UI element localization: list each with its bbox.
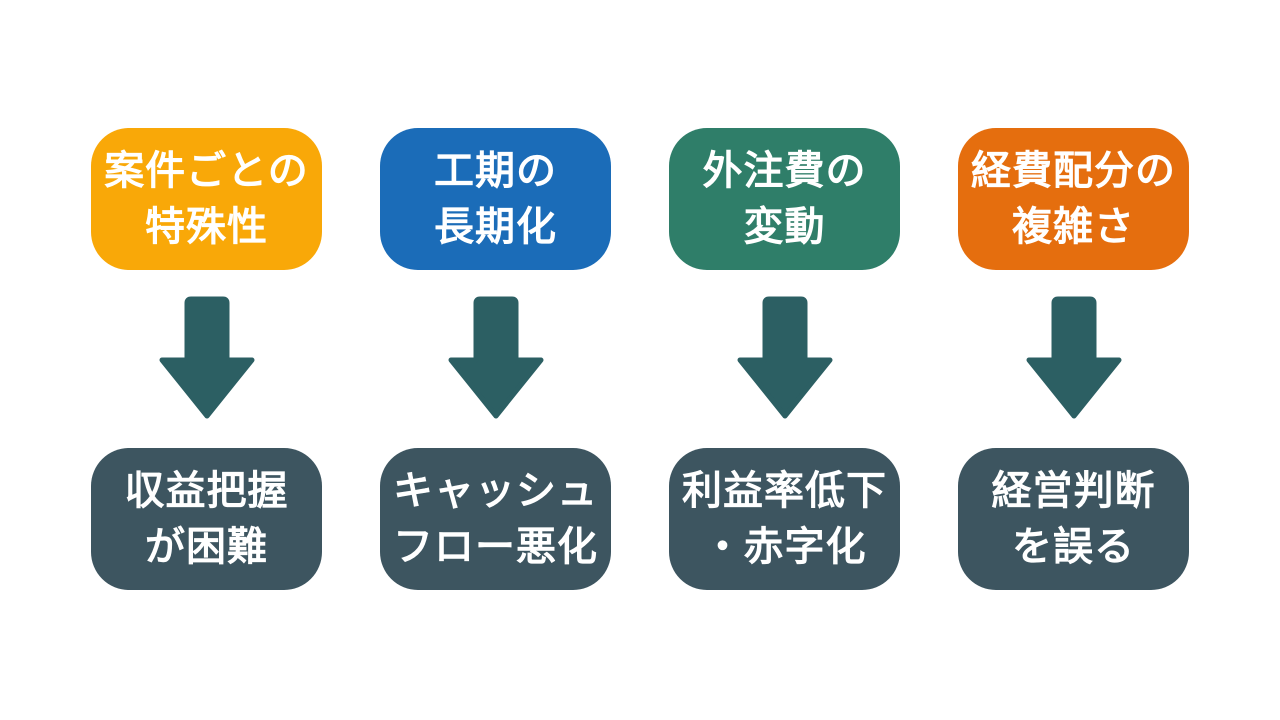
effect-line2: ・赤字化 [702,525,867,569]
cause-box-1: 案件ごとの 特殊性 [91,128,322,270]
cause-line1: 工期の [434,149,557,193]
down-arrow-icon [157,296,257,420]
effect-box-4: 経営判断 を誤る [958,448,1189,590]
effect-box-2: キャッシュ フロー悪化 [380,448,611,590]
column-3: 外注費の 変動 利益率低下 ・赤字化 [669,128,900,720]
cause-line2: 特殊性 [145,205,268,249]
cause-box-4: 経費配分の 複雑さ [958,128,1189,270]
cause-line2: 変動 [743,205,826,249]
cause-line1: 案件ごとの [104,149,309,193]
effect-box-3: 利益率低下 ・赤字化 [669,448,900,590]
column-2: 工期の 長期化 キャッシュ フロー悪化 [380,128,611,720]
down-arrow-icon [446,296,546,420]
cause-line1: 経費配分の [971,149,1176,193]
effect-line1: キャッシュ [393,469,598,513]
column-4: 経費配分の 複雑さ 経営判断 を誤る [958,128,1189,720]
effect-line2: フロー悪化 [393,525,598,569]
effect-line1: 利益率低下 [682,469,887,513]
cause-box-3: 外注費の 変動 [669,128,900,270]
column-1: 案件ごとの 特殊性 収益把握 が困難 [91,128,322,720]
cause-line2: 長期化 [434,205,557,249]
effect-line2: が困難 [145,525,268,569]
effect-line1: 経営判断 [991,469,1156,513]
effect-box-1: 収益把握 が困難 [91,448,322,590]
down-arrow-icon [1024,296,1124,420]
effect-line1: 収益把握 [124,469,289,513]
effect-line2: を誤る [1012,525,1135,569]
down-arrow-icon [735,296,835,420]
cause-line2: 複雑さ [1012,205,1135,249]
cause-line1: 外注費の [702,149,867,193]
cause-box-2: 工期の 長期化 [380,128,611,270]
